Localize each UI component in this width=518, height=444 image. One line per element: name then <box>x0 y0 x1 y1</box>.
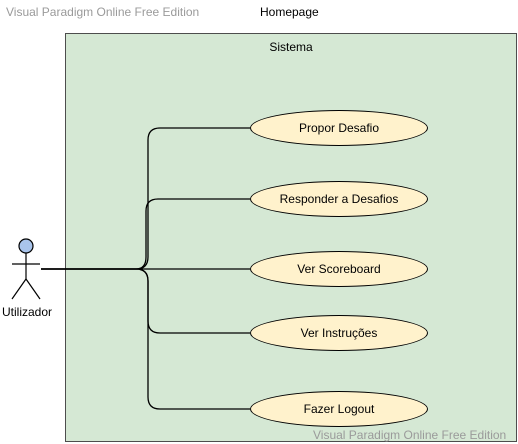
watermark-top: Visual Paradigm Online Free Edition <box>6 5 200 19</box>
use-case-propor-desafio[interactable]: Propor Desafio <box>250 110 428 146</box>
system-boundary[interactable]: Sistema <box>65 33 517 442</box>
association-ver-instrucoes <box>41 268 250 334</box>
use-case-ver-scoreboard[interactable]: Ver Scoreboard <box>250 251 428 287</box>
association-fazer-logout <box>41 268 250 410</box>
association-responder-desafios <box>41 198 250 270</box>
use-case-responder-desafios[interactable]: Responder a Desafios <box>250 181 428 217</box>
use-case-label: Fazer Logout <box>303 402 375 416</box>
actor-label: Utilizador <box>2 305 53 319</box>
actor-head <box>18 238 34 254</box>
diagram-title: Homepage <box>260 5 319 19</box>
use-case-label: Propor Desafio <box>298 121 380 135</box>
use-case-label: Ver Instruções <box>300 326 378 340</box>
use-case-fazer-logout[interactable]: Fazer Logout <box>250 391 428 427</box>
system-label: Sistema <box>269 40 313 54</box>
actor-figure <box>11 238 41 300</box>
watermark-bottom: Visual Paradigm Online Free Edition <box>313 428 507 442</box>
use-case-ver-instrucoes[interactable]: Ver Instruções <box>250 315 428 351</box>
use-case-label: Responder a Desafios <box>279 192 399 206</box>
use-case-label: Ver Scoreboard <box>297 262 381 276</box>
